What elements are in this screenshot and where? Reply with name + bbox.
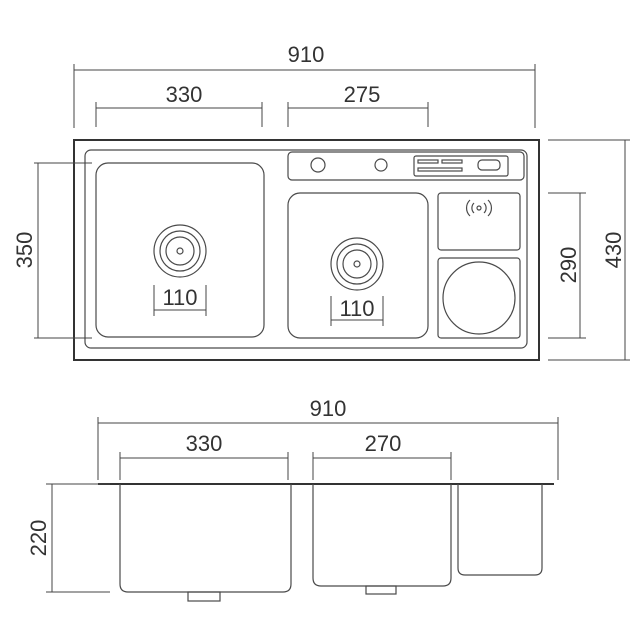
front-overall-width-label: 910 [310, 396, 347, 421]
front-height-label: 220 [26, 520, 51, 557]
right-drain-label: 110 [339, 296, 374, 321]
top-overall-width-label: 910 [288, 42, 325, 67]
basket-panel [437, 257, 521, 339]
faucet-hole-icon [310, 157, 326, 173]
left-bowl [95, 162, 265, 338]
front-accessory-compartment [457, 484, 543, 576]
right-bowl [287, 192, 429, 339]
front-left-bowl [119, 484, 292, 593]
sound-wave-icon [466, 199, 492, 217]
top-left-bowl-width-label: 330 [166, 82, 203, 107]
front-left-bowl-width-label: 330 [186, 431, 223, 456]
faucet-hole-icon [374, 158, 388, 172]
front-view: 910 330 270 220 [26, 396, 559, 602]
sink-outer-frame [73, 139, 540, 361]
round-basket [442, 261, 516, 335]
front-right-bowl-width-label: 270 [365, 431, 402, 456]
drain-strainer-icon [153, 224, 207, 278]
front-left-drain [187, 591, 221, 602]
top-right-bowl-width-label: 275 [344, 82, 381, 107]
drain-strainer-icon [330, 237, 384, 291]
top-view: 110 110 [12, 42, 630, 361]
top-overall-depth-label: 430 [601, 232, 626, 269]
front-right-bowl [312, 484, 452, 587]
top-accessory-depth-label: 290 [556, 247, 581, 284]
control-strip [287, 151, 525, 181]
top-bowl-depth-label: 350 [12, 232, 37, 269]
left-drain-label: 110 [162, 285, 197, 310]
control-panel [413, 155, 509, 177]
sink-inner-deck [84, 149, 528, 349]
front-right-drain [365, 585, 397, 595]
sensor-panel [437, 192, 521, 251]
